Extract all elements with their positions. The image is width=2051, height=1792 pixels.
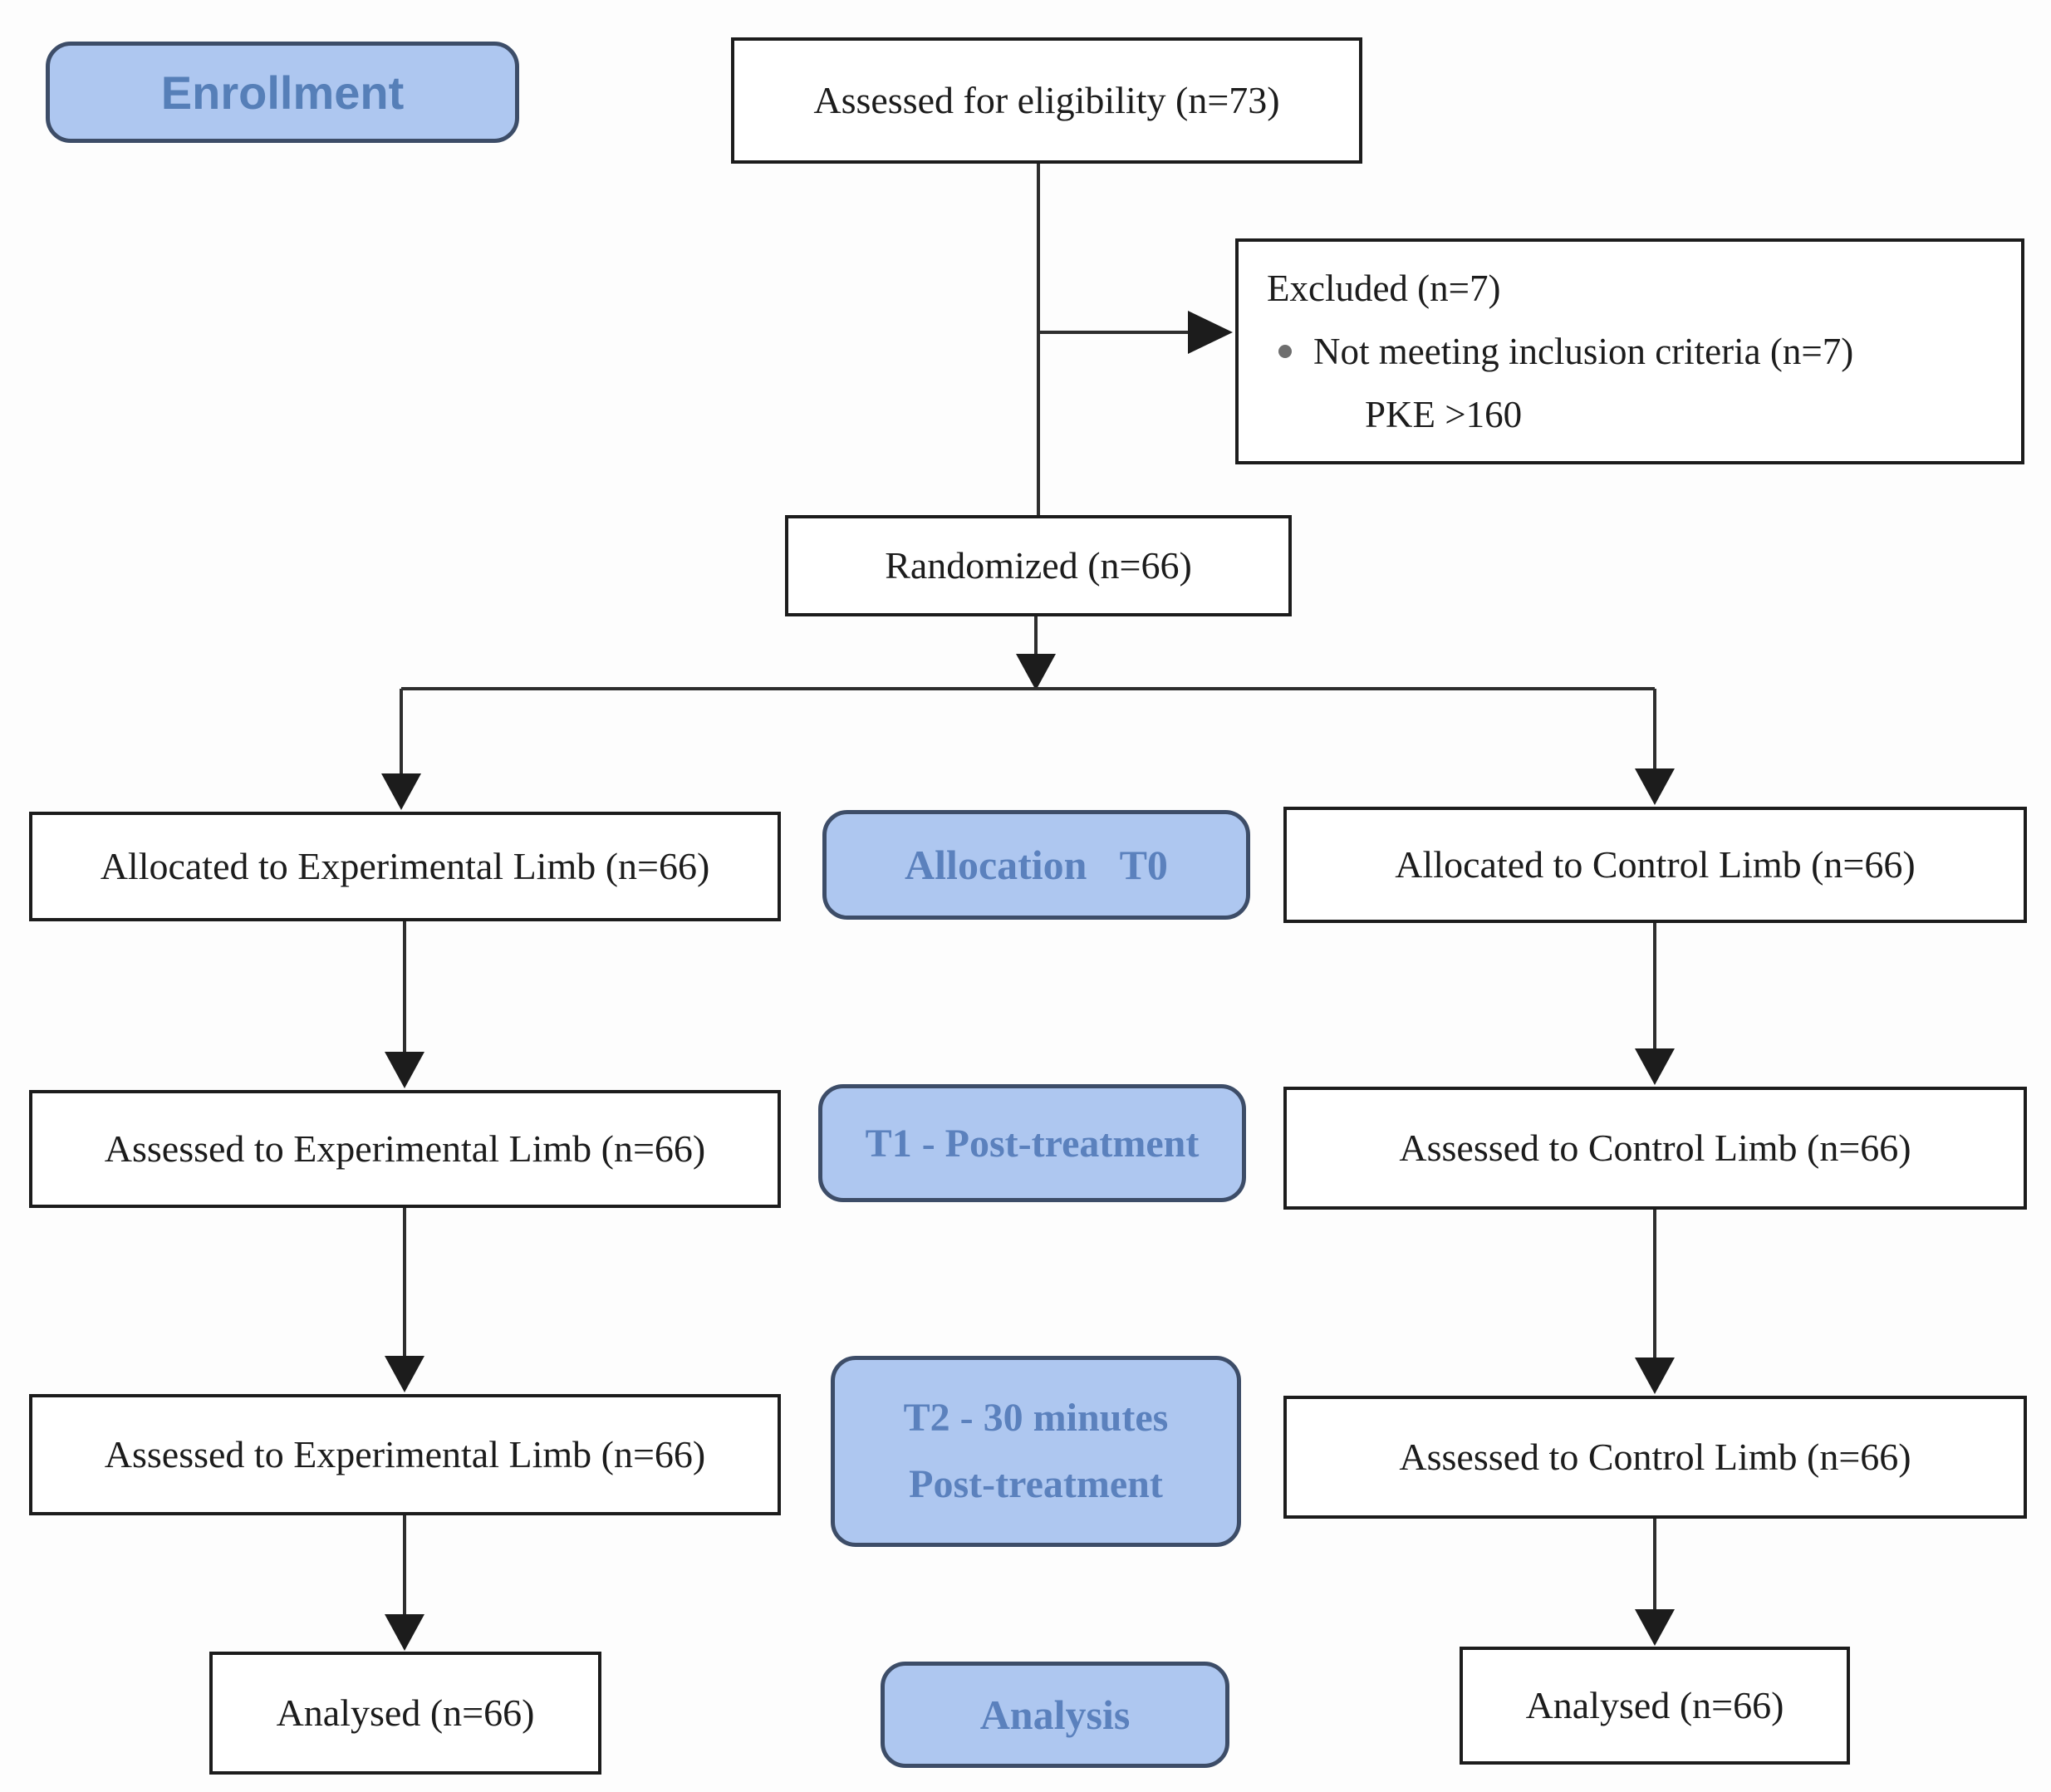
- arrow-randomized-to-split: [1016, 616, 1056, 690]
- excluded-bullet-text: Not meeting inclusion criteria (n=7): [1313, 330, 1854, 372]
- stage-badge-allocation-t0-label: Allocation T0: [905, 842, 1168, 888]
- stage-badge-analysis: Analysis: [881, 1662, 1229, 1768]
- stage-badge-t1-label: T1 - Post-treatment: [865, 1121, 1200, 1166]
- excluded-title-text: Excluded (n=7): [1267, 267, 1501, 309]
- arrow-split-to-allocated-control: [1635, 689, 1675, 805]
- excluded-title-line: Excluded (n=7): [1267, 265, 1501, 312]
- box-randomized-text: Randomized (n=66): [885, 544, 1192, 587]
- arrow-eligibility-to-excluded: [1038, 311, 1233, 354]
- box-analysed-control: Analysed (n=66): [1460, 1647, 1850, 1765]
- box-analysed-experimental-text: Analysed (n=66): [276, 1691, 535, 1735]
- box-allocated-experimental-text: Allocated to Experimental Limb (n=66): [100, 845, 710, 888]
- stage-badge-t2-30-minutes: T2 - 30 minutes Post-treatment: [831, 1356, 1241, 1547]
- arrow-assessed-t1-ctrl-to-t2: [1635, 1210, 1675, 1394]
- stage-badge-enrollment-label: Enrollment: [160, 66, 405, 119]
- arrow-assessed-t1-exp-to-t2: [385, 1208, 424, 1392]
- stage-badge-enrollment: Enrollment: [46, 42, 519, 143]
- box-assessed-control-t2-text: Assessed to Control Limb (n=66): [1399, 1436, 1911, 1479]
- box-assessed-for-eligibility-text: Assessed for eligibility (n=73): [813, 79, 1280, 122]
- box-allocated-control: Allocated to Control Limb (n=66): [1283, 807, 2027, 923]
- stage-badge-t2-label-line2: Post-treatment: [909, 1462, 1163, 1506]
- arrow-assessed-t2-ctrl-to-analysed: [1635, 1519, 1675, 1646]
- box-assessed-control-t1-text: Assessed to Control Limb (n=66): [1399, 1127, 1911, 1170]
- excluded-bullet-line: Not meeting inclusion criteria (n=7): [1267, 328, 1853, 375]
- stage-badge-analysis-label: Analysis: [979, 1691, 1131, 1738]
- box-assessed-experimental-t2-text: Assessed to Experimental Limb (n=66): [104, 1433, 706, 1476]
- arrow-allocated-exp-to-assessed-t1: [385, 921, 424, 1088]
- box-assessed-control-t1: Assessed to Control Limb (n=66): [1283, 1087, 2027, 1210]
- excluded-detail-text: PKE >160: [1365, 394, 1523, 436]
- box-excluded: Excluded (n=7) Not meeting inclusion cri…: [1235, 238, 2024, 464]
- stage-badge-t2-label-line1: T2 - 30 minutes: [903, 1396, 1169, 1440]
- box-assessed-for-eligibility: Assessed for eligibility (n=73): [731, 37, 1362, 164]
- box-assessed-control-t2: Assessed to Control Limb (n=66): [1283, 1396, 2027, 1519]
- arrow-allocated-ctrl-to-assessed-t1: [1635, 922, 1675, 1085]
- stage-badge-t1-post-treatment: T1 - Post-treatment: [818, 1084, 1246, 1202]
- box-randomized: Randomized (n=66): [785, 515, 1292, 616]
- bullet-icon: [1278, 345, 1292, 358]
- arrow-assessed-t2-exp-to-analysed: [385, 1515, 424, 1651]
- box-allocated-control-text: Allocated to Control Limb (n=66): [1395, 843, 1916, 886]
- arrow-split-to-allocated-experimental: [381, 689, 421, 810]
- box-analysed-control-text: Analysed (n=66): [1525, 1684, 1784, 1727]
- excluded-detail-line: PKE >160: [1267, 391, 1522, 438]
- stage-badge-allocation-t0: Allocation T0: [822, 810, 1250, 920]
- box-assessed-experimental-t1-text: Assessed to Experimental Limb (n=66): [104, 1127, 706, 1171]
- box-analysed-experimental: Analysed (n=66): [209, 1652, 601, 1775]
- box-assessed-experimental-t2: Assessed to Experimental Limb (n=66): [29, 1394, 781, 1515]
- box-allocated-experimental: Allocated to Experimental Limb (n=66): [29, 812, 781, 921]
- box-assessed-experimental-t1: Assessed to Experimental Limb (n=66): [29, 1090, 781, 1208]
